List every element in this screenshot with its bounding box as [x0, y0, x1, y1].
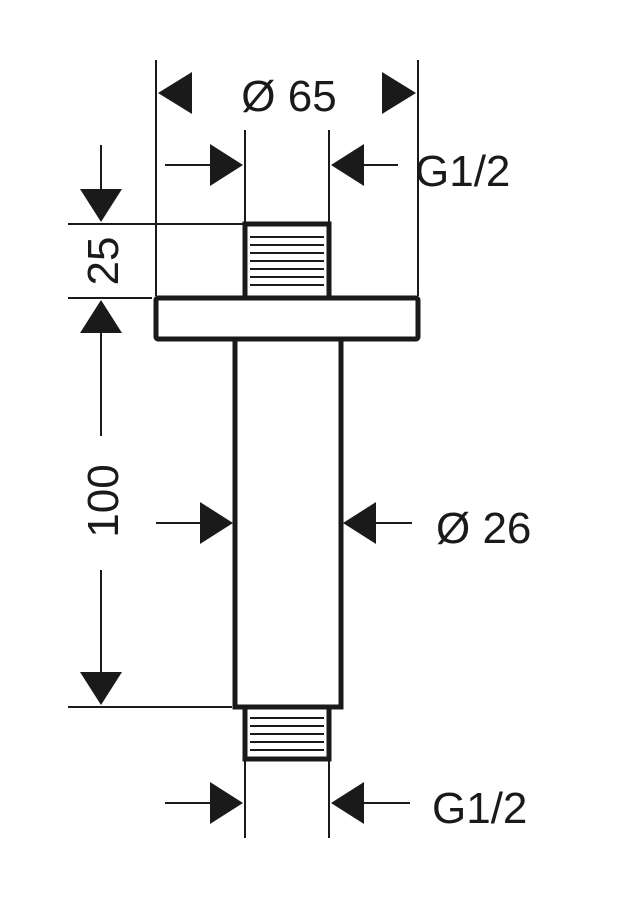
dimension-top-thread: G1/2 [165, 130, 510, 224]
arrowhead-right [382, 72, 416, 114]
label-pipe-diameter: Ø 26 [436, 504, 531, 553]
dimension-bottom-thread: G1/2 [165, 759, 527, 838]
dimension-flange-diameter: Ø 65 [155, 60, 419, 296]
arrowhead-right [210, 144, 243, 186]
arrowhead-left [343, 502, 376, 544]
arrowhead-up [80, 300, 122, 333]
label-top-thread-length: 25 [79, 237, 128, 286]
top-thread-lines [250, 236, 324, 286]
dimension-arm-length: 100 [68, 333, 232, 708]
label-flange-diameter: Ø 65 [241, 72, 336, 121]
arrowhead-down [80, 672, 122, 705]
arrowhead-down [80, 189, 122, 222]
dimension-pipe-diameter: Ø 26 [156, 502, 531, 553]
label-arm-length: 100 [79, 464, 128, 537]
label-bottom-thread: G1/2 [432, 784, 527, 833]
arrowhead-right [210, 782, 243, 824]
bottom-thread-lines [250, 717, 324, 751]
label-top-thread: G1/2 [415, 147, 510, 196]
dimension-top-thread-length: 25 [68, 145, 243, 333]
pipe-body [232, 336, 344, 710]
arrowhead-right [200, 502, 233, 544]
arrowhead-left [331, 144, 364, 186]
ceiling-flange [153, 295, 421, 342]
arrowhead-left [158, 72, 192, 114]
ceiling-arm-part [153, 221, 421, 762]
arrowhead-left [331, 782, 364, 824]
